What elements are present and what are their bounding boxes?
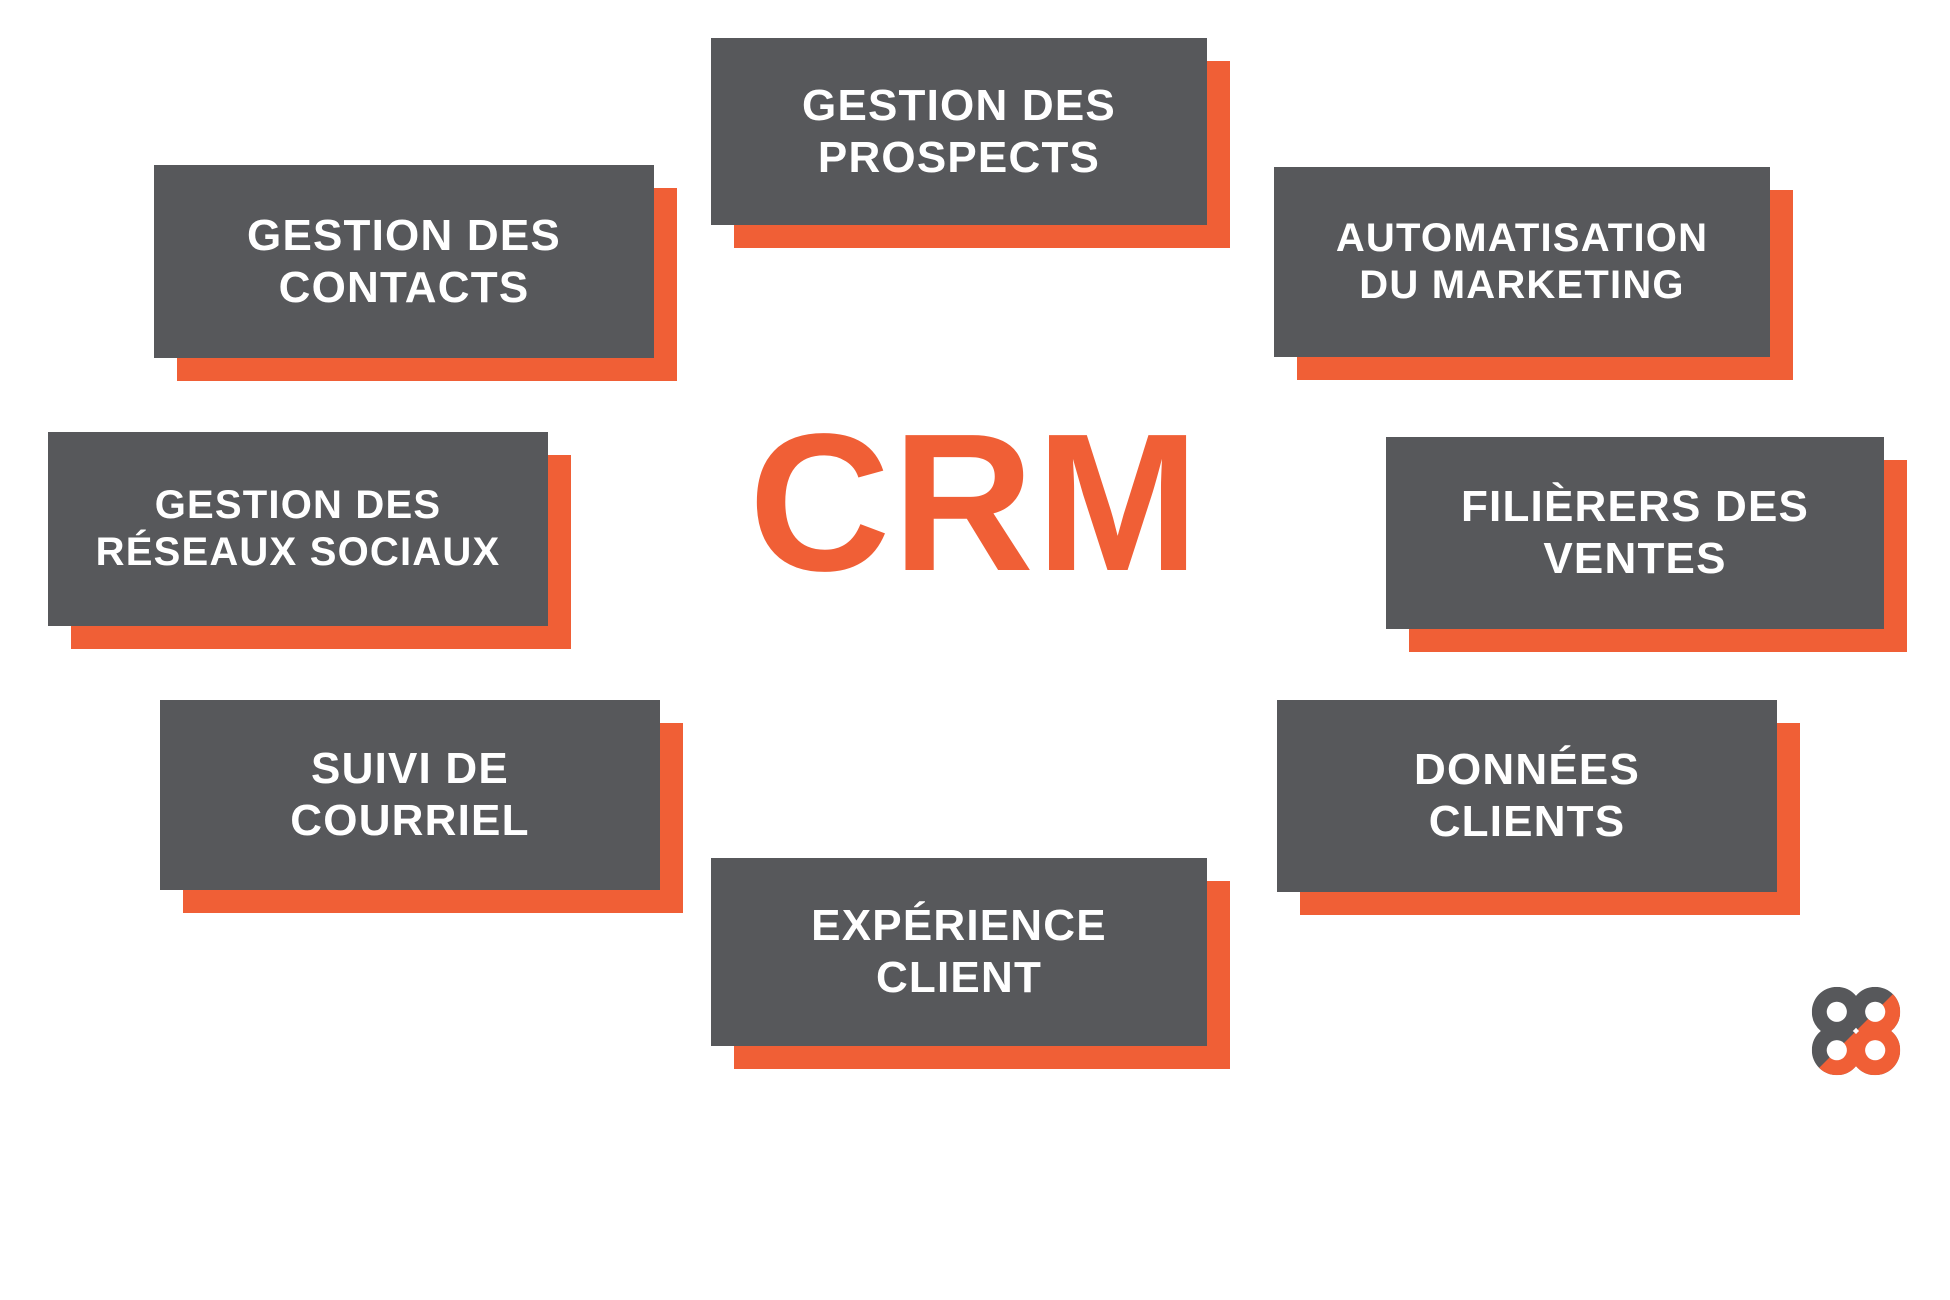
feature-card-gestion-des-reseaux-sociaux[interactable]: GESTION DES RÉSEAUX SOCIAUX xyxy=(48,432,571,649)
card-front-plate: GESTION DES CONTACTS xyxy=(154,165,654,358)
feature-card-suivi-de-courriel[interactable]: SUIVI DE COURRIEL xyxy=(160,700,683,913)
card-front-plate: FILIÈRERS DES VENTES xyxy=(1386,437,1884,629)
card-front-plate: GESTION DES PROSPECTS xyxy=(711,38,1207,225)
feature-card-gestion-des-prospects[interactable]: GESTION DES PROSPECTS xyxy=(711,38,1230,248)
card-label: GESTION DES RÉSEAUX SOCIAUX xyxy=(95,482,501,574)
feature-card-donnees-clients[interactable]: DONNÉES CLIENTS xyxy=(1277,700,1800,915)
center-title: CRM xyxy=(748,393,1202,612)
card-front-plate: AUTOMATISATION DU MARKETING xyxy=(1274,167,1770,357)
logo-hole-bl xyxy=(1826,1040,1847,1061)
card-label: AUTOMATISATION DU MARKETING xyxy=(1335,215,1709,307)
card-front-plate: SUIVI DE COURRIEL xyxy=(160,700,660,890)
quatrefoil-logo xyxy=(1808,983,1904,1079)
logo-hole-tr xyxy=(1865,1001,1886,1022)
feature-card-filierers-des-ventes[interactable]: FILIÈRERS DES VENTES xyxy=(1386,437,1907,652)
card-front-plate: GESTION DES RÉSEAUX SOCIAUX xyxy=(48,432,548,626)
card-label: DONNÉES CLIENTS xyxy=(1414,745,1640,846)
card-front-plate: DONNÉES CLIENTS xyxy=(1277,700,1777,892)
card-label: GESTION DES CONTACTS xyxy=(247,210,561,312)
logo-hole-tl xyxy=(1826,1001,1847,1022)
feature-card-automatisation-du-marketing[interactable]: AUTOMATISATION DU MARKETING xyxy=(1274,167,1793,380)
feature-card-experience-client[interactable]: EXPÉRIENCE CLIENT xyxy=(711,858,1230,1069)
card-label: FILIÈRERS DES VENTES xyxy=(1460,482,1810,583)
card-label: EXPÉRIENCE CLIENT xyxy=(811,901,1107,1002)
feature-card-gestion-des-contacts[interactable]: GESTION DES CONTACTS xyxy=(154,165,677,381)
logo-hole-br xyxy=(1865,1040,1886,1061)
card-label: SUIVI DE COURRIEL xyxy=(290,744,530,845)
card-front-plate: EXPÉRIENCE CLIENT xyxy=(711,858,1207,1046)
card-label: GESTION DES PROSPECTS xyxy=(802,80,1116,182)
